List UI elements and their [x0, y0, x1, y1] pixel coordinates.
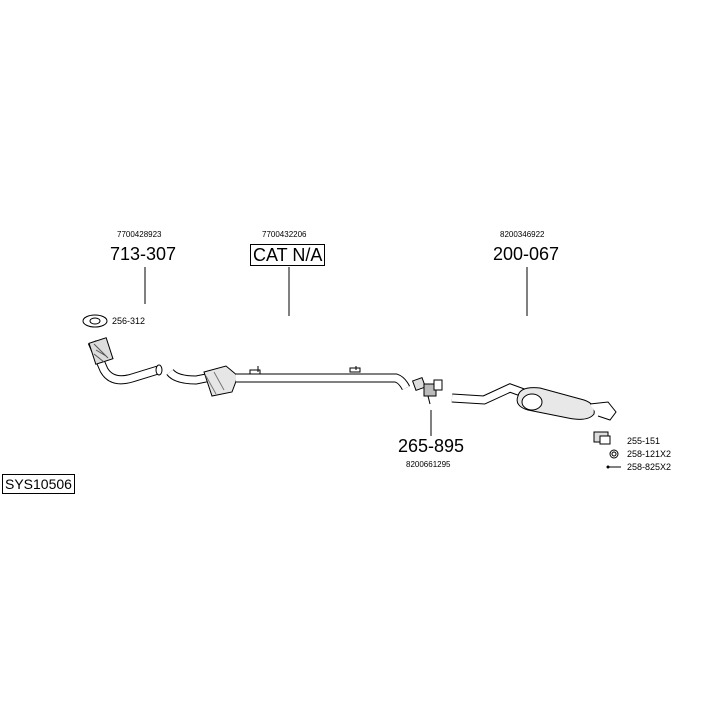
ring-icon [609, 449, 619, 459]
ring-label: 258-121X2 [627, 449, 672, 459]
part-number-front-pipe: 713-307 [110, 244, 177, 264]
bolt-label: 258-825X2 [627, 462, 672, 472]
oe-number-middle-clamp: 8200661295 [406, 460, 451, 469]
part-number-catalyst: CAT N/A [250, 244, 326, 266]
oe-number-catalyst: 7700432206 [262, 230, 307, 239]
bolt-icon [606, 465, 621, 469]
catalyst-pipe-drawing [166, 365, 411, 397]
mounting-icon [593, 431, 611, 445]
rear-silencer-drawing [451, 383, 617, 421]
part-number-middle-clamp: 265-895 [398, 436, 465, 456]
mounting-label: 255-151 [627, 436, 661, 446]
system-code-label: SYS10506 [2, 474, 75, 494]
part-number-rear-silencer: 200-067 [493, 244, 560, 264]
gasket-icon [82, 314, 108, 328]
front-pipe-drawing [87, 337, 163, 385]
middle-clamp-icon [411, 376, 443, 405]
oe-number-rear-silencer: 8200346922 [500, 230, 545, 239]
gasket-label: 256-312 [112, 316, 146, 326]
oe-number-front-pipe: 7700428923 [117, 230, 162, 239]
